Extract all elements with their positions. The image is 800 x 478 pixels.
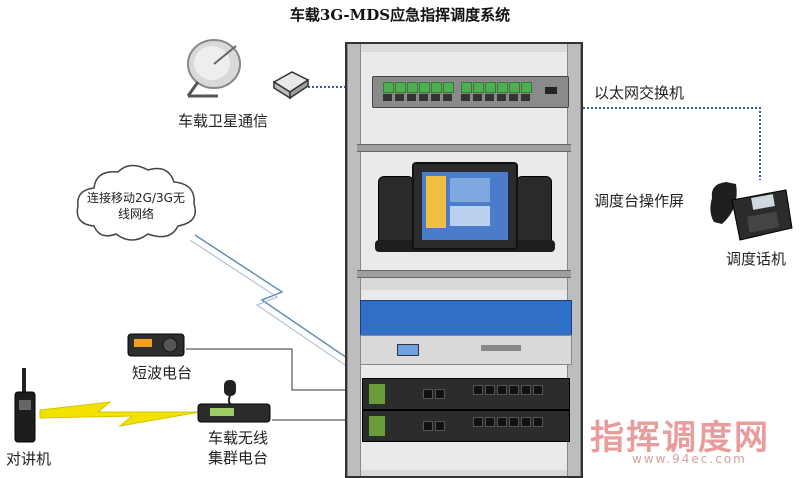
- ethernet-switch: [372, 76, 569, 108]
- hf-radio-label: 短波电台: [132, 364, 193, 382]
- switch-phone-link-line: [567, 107, 761, 180]
- access-router-1: [362, 378, 570, 410]
- hf-radio-line: [186, 348, 358, 391]
- dispatch-phone-label: 调度话机: [726, 250, 787, 268]
- rack-rail-left: [347, 44, 361, 476]
- wireless-zigzag-outer: [194, 234, 351, 361]
- media-gateway-front-panel: [360, 335, 572, 365]
- rack-shelf-1: [357, 144, 571, 152]
- rack-rail-right: [567, 44, 581, 476]
- desk-phone-icon: [710, 182, 793, 241]
- cloud-icon: [76, 164, 196, 241]
- dispatch-screen: [422, 172, 508, 240]
- trunk-radio-label: 车载无线 集群电台: [208, 428, 268, 468]
- access-router-2: [362, 410, 570, 442]
- watermark-text: 指挥调度网: [590, 418, 770, 458]
- cloud-label-line1: 连接移动2G/3G无: [87, 191, 185, 205]
- dispatch-screen-label: 调度台操作屏: [594, 192, 685, 210]
- trunk-radio-label-line1: 车载无线: [208, 429, 269, 447]
- console-phone-left: [378, 176, 414, 248]
- trunk-radio-icon: [197, 380, 271, 423]
- console-phone-right: [516, 176, 552, 248]
- satellite-dish-icon: [186, 39, 241, 98]
- watermark-url: www.94ec.com: [632, 452, 747, 466]
- diagram-title: 车载3G-MDS应急指挥调度系统: [289, 6, 511, 24]
- walkie-talkie-icon: [14, 368, 36, 443]
- dispatch-monitor: [412, 162, 518, 250]
- satellite-modem-icon: [272, 71, 310, 100]
- walkie-talkie-label: 对讲机: [6, 450, 52, 468]
- ethernet-switch-label: 以太网交换机: [594, 84, 685, 102]
- cloud-label-line2: 线网络: [117, 207, 154, 221]
- rack-shelf-2: [357, 270, 571, 278]
- wireless-lightning: [39, 401, 201, 427]
- satellite-label: 车载卫星通信: [178, 112, 269, 130]
- trunk-radio-label-line2: 集群电台: [208, 449, 269, 467]
- hf-radio-icon: [127, 333, 185, 357]
- cloud-label: 连接移动2G/3G无 线网络: [80, 190, 192, 222]
- wireless-zigzag-inner: [189, 239, 346, 366]
